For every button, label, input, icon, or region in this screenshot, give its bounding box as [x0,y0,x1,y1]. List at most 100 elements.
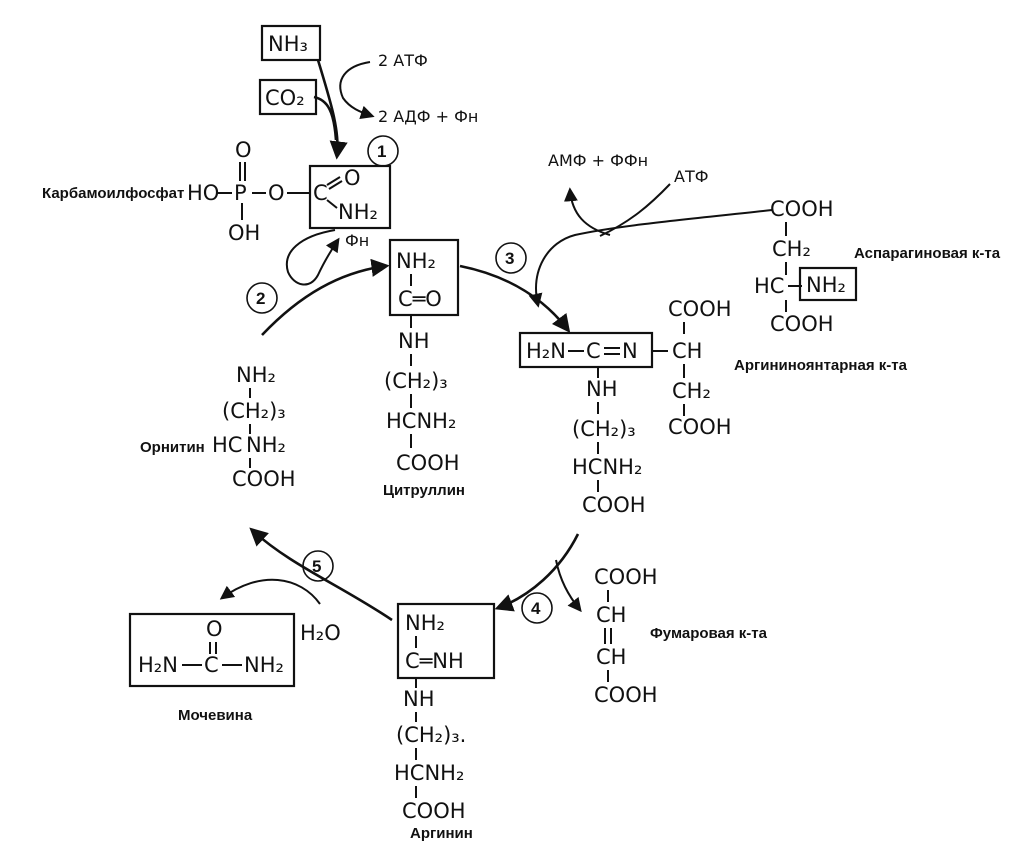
atp-label: АТФ [674,167,709,186]
arginine-box [396,602,496,680]
citrulline-hcnh2: HCNH₂ [386,409,456,433]
c-o-double-1 [326,176,341,186]
carbamoyl-ho: HO [187,181,219,205]
ornithine-hc: HC [212,433,242,457]
ornithine-nh2b: NH₂ [246,433,286,457]
arginine-nh: NH [403,687,435,711]
urea-release-arrow [219,578,321,605]
cycle-arrow-step4 [494,533,580,612]
ornithine: NH₂ (CH₂)₃ HC NH₂ COOH Орнитин [140,363,296,491]
nh3-label: NH₃ [268,32,308,56]
step-3-circle [495,242,527,274]
fumaric-cooh-bottom: COOH [594,683,658,707]
arginine-nh2: NH₂ [405,611,445,635]
arginine: NH₂ C═NH NH (CH₂)₃. HCNH₂ COOH Аргинин [394,602,496,842]
fumaric-ch1: CH [596,603,626,627]
aspartic-nh2-box [798,266,858,302]
ornithine-cooh: COOH [232,467,296,491]
argsucc-name: Аргининоянтарная к-та [734,357,908,374]
aspartic-hc: HC [754,274,784,298]
citrulline: NH₂ C═O NH (CH₂)₃ HCNH₂ COOH Цитруллин [383,238,465,499]
argsucc-cooh-right: COOH [668,415,732,439]
carbamoyl-name: Карбамоилфосфат [42,185,184,202]
pi-release-arrow [285,229,340,286]
step-1-circle [367,135,399,167]
ornithine-nh2: NH₂ [236,363,276,387]
pi-release-label: Фн [345,231,369,250]
c-o-double-2 [328,180,343,190]
arginine-ch2: (CH₂)₃. [396,723,466,747]
carbamoyl-oh: OH [228,221,260,245]
urea-box [128,612,296,688]
citrulline-cooh: COOH [396,451,460,475]
step-1-label: 1 [377,142,386,161]
argininosuccinate: H₂N C N COOH CH CH₂ COOH NH (CH₂)₃ HCNH₂… [518,297,908,517]
fumaric-ch2: CH [596,645,626,669]
aspartic-acid: COOH CH₂ HC NH₂ COOH Аспарагиновая к-та [754,197,1001,336]
urea-h2n: H₂N [138,653,178,677]
argsucc-nh: NH [586,377,618,401]
fumaric-cooh-top: COOH [594,565,658,589]
cycle-arrow-step2 [261,258,390,336]
citrulline-nh2: NH₂ [396,249,436,273]
fumaric-name: Фумаровая к-та [650,625,768,642]
inputs-group: NH₃ CO₂ 2 АТФ 2 АДФ + Фн [258,24,478,160]
step-4-label: 4 [531,599,541,618]
atp-input-line [599,183,671,237]
step-3-label: 3 [505,249,514,268]
argsucc-hcnh2: HCNH₂ [572,455,642,479]
arginine-cnh: C═NH [405,649,464,673]
co2-label: CO₂ [265,86,305,110]
arginine-cooh: COOH [402,799,466,823]
argsucc-cooh: COOH [582,493,646,517]
cycle-arrow-step5 [249,527,393,622]
nh3-box [260,24,322,62]
aspartate-entry-arrow [528,209,773,308]
argsucc-cooh-top: COOH [668,297,732,321]
nh3-arrow [316,59,348,160]
carbamoyl-o-top: O [235,138,252,162]
carbamoyl-p: P [234,181,247,205]
urea-o: O [206,617,223,641]
amp-ppi-arrow [563,187,611,236]
ornithine-name: Орнитин [140,439,205,456]
carbamoyl-o-mid: O [268,181,285,205]
arginine-name: Аргинин [410,825,473,842]
arginine-hcnh2: HCNH₂ [394,761,464,785]
carbamoyl-nh2: NH₂ [338,200,378,224]
argsucc-n: N [622,339,638,363]
fumaric-acid: COOH CH CH COOH Фумаровая к-та [594,565,768,707]
cycle-arrow-step3 [459,264,571,333]
amp-ppi-label: АМФ + ФФн [548,151,648,170]
aspartic-cooh-top: COOH [770,197,834,221]
water-label: H₂O [300,621,341,645]
citrulline-nh: NH [398,329,430,353]
step-2-label: 2 [256,289,265,308]
fumarate-release-arrow [555,559,582,613]
argsucc-c: C [586,339,601,363]
c-n-bond [326,199,338,209]
atp-adp-arrow [339,61,375,120]
citrulline-co: C═O [398,287,442,311]
urea-name: Мочевина [178,707,253,724]
urea-c: C [204,653,219,677]
adp2-label: 2 АДФ + Фн [378,107,478,126]
aspartic-cooh-bottom: COOH [770,312,834,336]
step-2-circle [246,282,278,314]
argsucc-ch2: CH₂ [672,379,711,403]
argsucc-h2n: H₂N [526,339,566,363]
carbamoyl-o-eq: O [344,166,361,190]
aspartic-ch2: CH₂ [772,237,811,261]
argsucc-ch: CH [672,339,702,363]
citrulline-ch2: (CH₂)₃ [384,369,448,393]
urea: O H₂N C NH₂ Мочевина [128,612,296,724]
step-markers: 1 2 3 4 5 [246,135,553,624]
carbamoyl-c: C [313,181,328,205]
step-4-circle [521,592,553,624]
step-5-label: 5 [312,557,321,576]
carbamoyl-phosphate: Карбамоилфосфат O HO P O OH C O NH₂ [42,138,392,245]
aspartic-name: Аспарагиновая к-та [854,245,1001,262]
aspartic-nh2: NH₂ [806,273,846,297]
